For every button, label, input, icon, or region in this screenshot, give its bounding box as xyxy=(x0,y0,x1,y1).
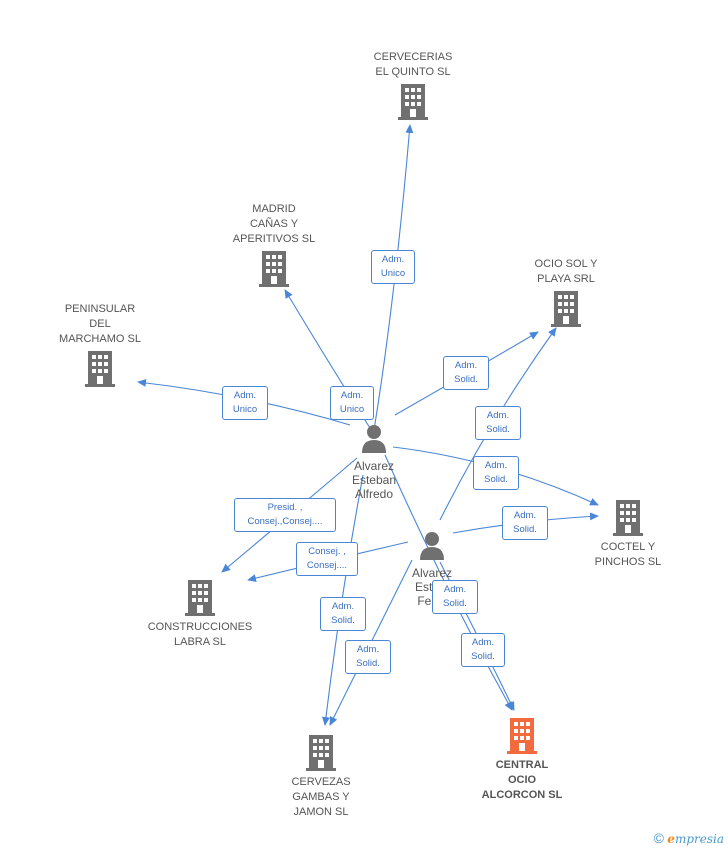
company-node-peninsular[interactable]: PENINSULAR DEL MARCHAMO SL xyxy=(48,302,152,387)
relation-label: Presid. , Consej.,Consej.... xyxy=(234,498,336,532)
building-icon xyxy=(259,251,289,287)
relation-label: Adm. Unico xyxy=(330,386,374,420)
company-node-cervecerias[interactable]: CERVECERIAS EL QUINTO SL xyxy=(363,50,463,120)
company-name: CERVEZAS GAMBAS Y JAMON SL xyxy=(291,776,351,818)
company-node-coctel[interactable]: COCTEL Y PINCHOS SL xyxy=(580,500,676,570)
building-icon xyxy=(398,84,428,120)
building-icon xyxy=(551,291,581,327)
company-node-central[interactable]: CENTRAL OCIO ALCORCON SL xyxy=(470,718,574,803)
relation-label: Adm. Unico xyxy=(371,250,415,284)
company-name: MADRID CAÑAS Y APERITIVOS SL xyxy=(232,203,316,245)
company-name: COCTEL Y PINCHOS SL xyxy=(594,541,662,568)
relation-label: Adm. Solid. xyxy=(345,640,391,674)
relation-label: Consej. , Consej.... xyxy=(296,542,358,576)
company-node-cervezas[interactable]: CERVEZAS GAMBAS Y JAMON SL xyxy=(272,735,370,820)
relation-label: Adm. Unico xyxy=(222,386,268,420)
building-icon xyxy=(306,735,336,771)
company-name: PENINSULAR DEL MARCHAMO SL xyxy=(59,303,141,345)
edge-alfredo-cervecerias xyxy=(373,124,414,431)
brand-logo-e: e xyxy=(667,832,675,846)
person-node-alvarez-alfredo[interactable]: Alvarez Esteban Alfredo xyxy=(336,423,412,501)
relation-label: Adm. Solid. xyxy=(461,633,505,667)
company-name: OCIO SOL Y PLAYA SRL xyxy=(534,258,598,285)
person-name: Alvarez Esteban Alfredo xyxy=(351,459,397,501)
company-name: CONSTRUCCIONES LABRA SL xyxy=(147,621,253,648)
company-node-madrid[interactable]: MADRID CAÑAS Y APERITIVOS SL xyxy=(222,202,326,287)
relation-label: Adm. Solid. xyxy=(320,597,366,631)
building-icon xyxy=(507,718,537,754)
building-icon xyxy=(185,580,215,616)
company-node-ocio-sol[interactable]: OCIO SOL Y PLAYA SRL xyxy=(518,257,614,327)
empresia-watermark: © empresia xyxy=(654,830,724,846)
relation-label: Adm. Solid. xyxy=(502,506,548,540)
company-node-construcciones[interactable]: CONSTRUCCIONES LABRA SL xyxy=(140,580,260,650)
relation-label: Adm. Solid. xyxy=(475,406,521,440)
copyright-symbol: © xyxy=(653,830,664,846)
building-icon xyxy=(613,500,643,536)
relation-label: Adm. Solid. xyxy=(473,456,519,490)
company-name: CERVECERIAS EL QUINTO SL xyxy=(373,51,453,78)
company-name: CENTRAL OCIO ALCORCON SL xyxy=(481,759,563,801)
person-icon xyxy=(420,532,444,560)
relation-label: Adm. Solid. xyxy=(432,580,478,614)
person-icon xyxy=(362,425,386,453)
relation-label: Adm. Solid. xyxy=(443,356,489,390)
brand-logo-text: mpresia xyxy=(674,832,724,846)
building-icon xyxy=(85,351,115,387)
